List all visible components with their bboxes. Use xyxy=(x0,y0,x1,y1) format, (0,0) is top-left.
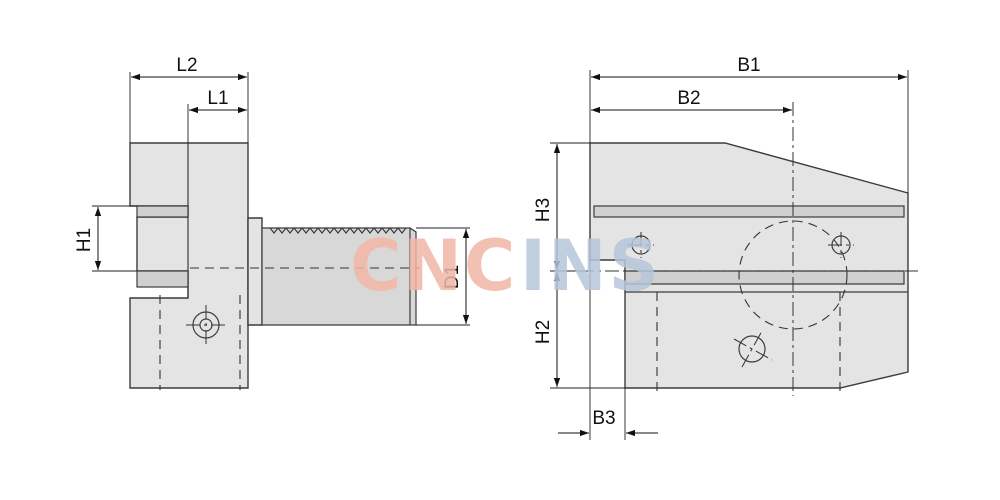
front-view: B1 B2 H3 H2 B3 xyxy=(533,55,918,440)
dim-label-B3: B3 xyxy=(592,408,615,429)
dim-label-H1: H1 xyxy=(74,228,95,252)
watermark: CNC INS xyxy=(350,225,661,307)
threaded-shank xyxy=(261,227,417,326)
dim-label-B1: B1 xyxy=(737,55,760,76)
dim-label-D1: D1 xyxy=(442,265,463,289)
upper-tab xyxy=(136,205,189,218)
shank xyxy=(247,217,263,326)
dim-label-B2: B2 xyxy=(677,88,700,109)
shank-bore-hidden xyxy=(738,220,848,330)
lower-screw-icon xyxy=(738,335,766,363)
lower-tab xyxy=(136,270,189,288)
side-top-block xyxy=(129,142,249,389)
upper-rail xyxy=(593,205,905,218)
thread-teeth xyxy=(269,227,407,234)
lower-rail xyxy=(624,270,905,285)
dim-label-L2: L2 xyxy=(176,55,197,76)
watermark-text-ins: INS xyxy=(520,225,661,307)
dim-label-L1: L1 xyxy=(207,88,228,109)
dim-label-H2: H2 xyxy=(533,320,554,344)
dim-label-H3: H3 xyxy=(533,198,554,222)
watermark-text-cnc: CNC xyxy=(350,225,517,307)
side-view: L2 L1 H1 D1 xyxy=(74,55,470,390)
